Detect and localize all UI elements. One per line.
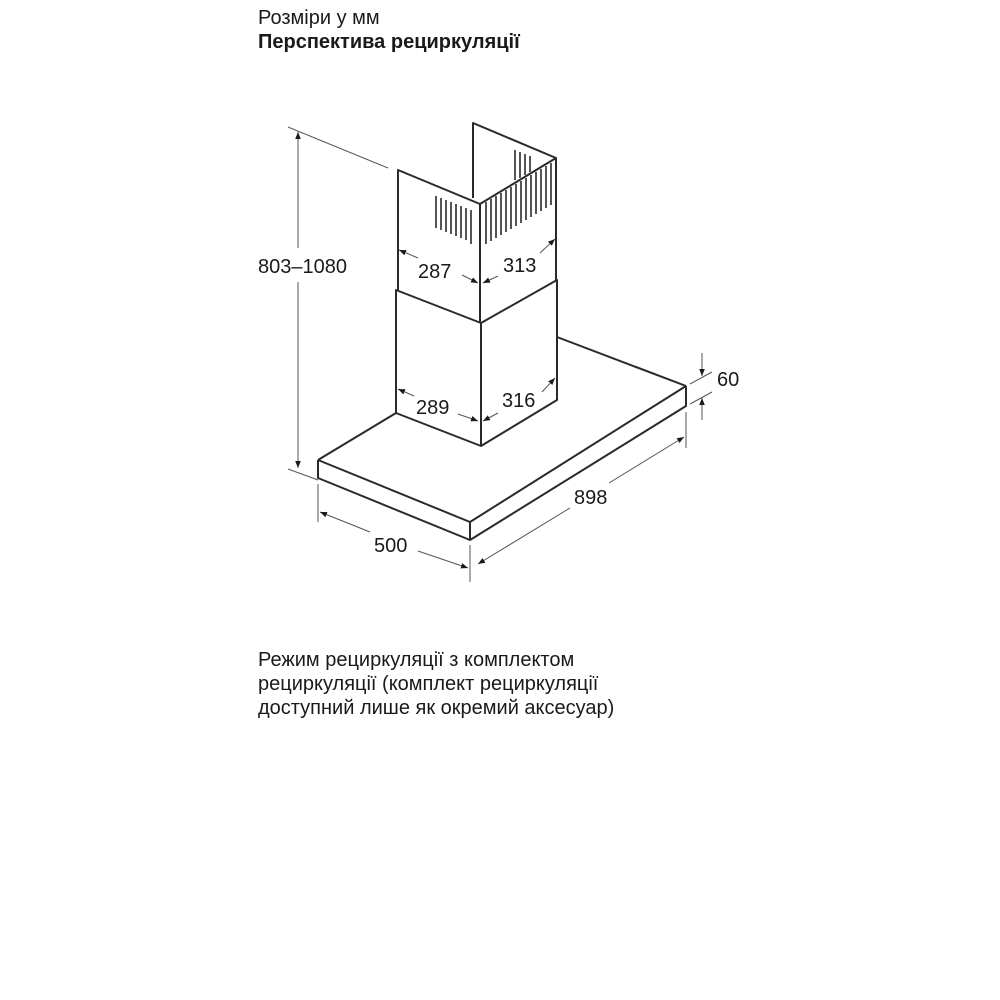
- caption-line: рециркуляції (комплект рециркуляції: [258, 673, 599, 695]
- dimension-canopy-width: [469, 412, 687, 582]
- dimension-canopy-thickness: [689, 353, 713, 420]
- dim-canopy-thickness: 60: [717, 369, 739, 391]
- dimension-upper-chimney: [398, 238, 556, 284]
- vent-slats: [435, 150, 552, 244]
- dim-canopy-depth: 500: [374, 535, 407, 557]
- mode-caption: Режим рециркуляції з комплектом рециркул…: [258, 648, 718, 720]
- dim-upper-width: 287: [418, 261, 451, 283]
- dim-upper-depth: 313: [503, 255, 536, 277]
- dim-lower-depth: 316: [502, 390, 535, 412]
- dim-total-height: 803–1080: [258, 256, 347, 278]
- dimension-total-height: [287, 126, 389, 481]
- header: Розміри у мм Перспектива рециркуляції: [258, 6, 520, 54]
- dim-lower-width: 289: [416, 397, 449, 419]
- units-label: Розміри у мм: [258, 7, 380, 29]
- upper-chimney: [397, 122, 557, 323]
- dim-canopy-width: 898: [574, 487, 607, 509]
- dimension-canopy-depth: [317, 484, 469, 569]
- dimension-lower-chimney: [397, 377, 556, 422]
- lower-chimney: [395, 279, 558, 447]
- caption-line: Режим рециркуляції з комплектом: [258, 649, 575, 671]
- canopy: [317, 336, 687, 541]
- diagram-title: Перспектива рециркуляції: [258, 31, 520, 53]
- caption-line: доступний лише як окремий аксесуар): [258, 697, 615, 719]
